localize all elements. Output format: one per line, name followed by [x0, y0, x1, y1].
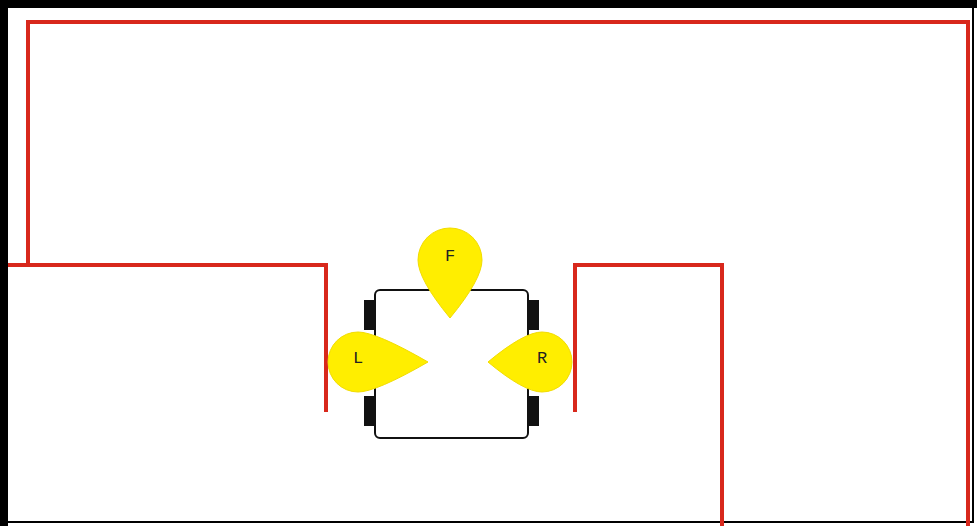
sensor-label: F — [445, 248, 455, 265]
sensor-shape — [488, 332, 572, 392]
sensor-shape — [418, 228, 482, 318]
sensor-drop: R — [488, 332, 572, 392]
arena-left-edge — [0, 0, 8, 526]
sensor-outline — [328, 332, 428, 392]
sensor-shape — [328, 332, 428, 392]
right-wall — [575, 265, 722, 526]
sensor-outline — [418, 228, 482, 318]
sensor-label: L — [353, 350, 363, 367]
arena-top-edge — [0, 0, 977, 8]
left-wall — [8, 265, 326, 412]
sensor-label: R — [537, 350, 547, 367]
arena-frame — [4, 4, 973, 522]
sensor-outline — [488, 332, 572, 392]
outer-wall — [28, 22, 968, 526]
sensor-drop: F — [418, 228, 482, 318]
sensor-drop: L — [328, 332, 428, 392]
